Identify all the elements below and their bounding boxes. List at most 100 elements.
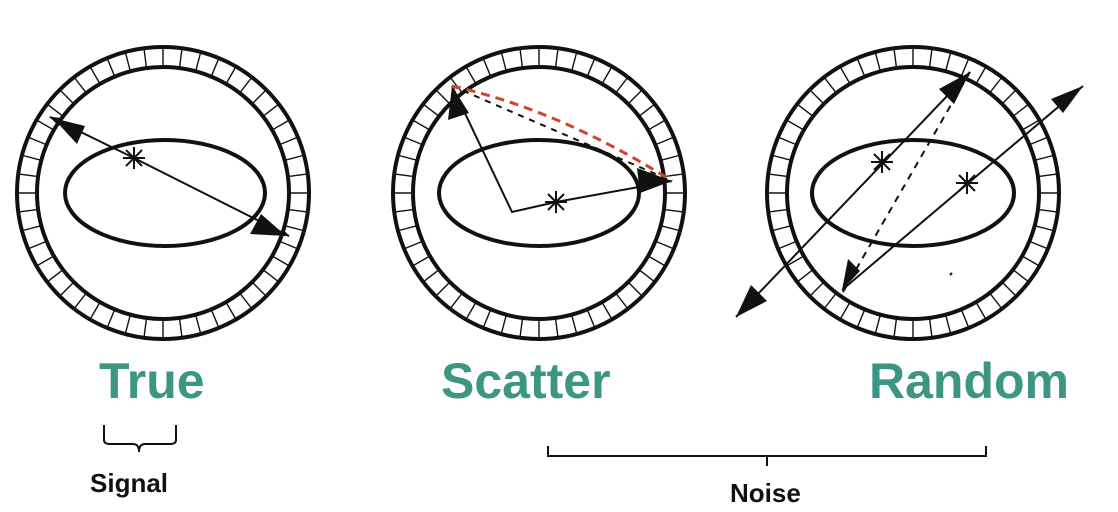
ring-segment-divider xyxy=(60,282,74,296)
ring-segment-divider xyxy=(398,225,417,232)
ring-segment-divider xyxy=(661,154,680,161)
ring-segment-divider xyxy=(47,104,63,117)
ring-segment-divider xyxy=(1035,154,1054,161)
ring-segment-divider xyxy=(1022,255,1039,267)
ring-segment-divider xyxy=(989,293,1002,309)
ring-segment-divider xyxy=(893,318,898,337)
ring-segment-divider xyxy=(945,315,952,334)
ring-segment-divider xyxy=(178,49,183,68)
title-true: True xyxy=(99,353,205,409)
ring-segment-divider xyxy=(824,77,837,93)
ring-segment-divider xyxy=(285,225,304,232)
ring-segment-divider xyxy=(398,154,417,161)
ring-segment-divider xyxy=(778,240,796,250)
ring-segment-divider xyxy=(664,208,683,213)
ring-segment-divider xyxy=(856,58,866,76)
ring-segment-divider xyxy=(787,255,804,267)
ring-segment-divider xyxy=(856,310,866,328)
ring-segment-divider xyxy=(465,302,477,319)
ring-segment-divider xyxy=(1002,90,1016,104)
ring-segment-divider xyxy=(1013,104,1029,117)
ring-segment-divider xyxy=(928,318,933,337)
ring-segment-divider xyxy=(395,208,414,213)
ring-segment-divider xyxy=(824,293,837,309)
ring-segment-divider xyxy=(423,104,439,117)
ring-segment-divider xyxy=(124,315,131,334)
ring-segment-divider xyxy=(960,58,970,76)
ring-segment-divider xyxy=(60,90,74,104)
ring-segment-divider xyxy=(586,310,596,328)
detector-true xyxy=(15,45,311,341)
ring-segment-divider xyxy=(22,225,41,232)
ring-segment-divider xyxy=(810,282,824,296)
ring-segment-divider xyxy=(210,310,220,328)
ring-segment-divider xyxy=(628,282,642,296)
ring-segment-divider xyxy=(225,302,237,319)
event-line-1 xyxy=(735,71,971,318)
ring-segment-divider xyxy=(436,90,450,104)
ring-segment-divider xyxy=(893,49,898,68)
target-ellipse xyxy=(810,138,1016,248)
ring-segment-divider xyxy=(615,293,628,309)
ring-segment-divider xyxy=(772,154,791,161)
scattered-path xyxy=(451,85,557,214)
ring-segment-divider xyxy=(19,208,38,213)
ring-segment-divider xyxy=(482,310,492,328)
ring-segment-divider xyxy=(839,302,851,319)
signal-label: Signal xyxy=(90,468,169,498)
detector-ring-segments xyxy=(18,48,308,338)
ring-segment-divider xyxy=(1030,136,1048,146)
ring-segment-divider xyxy=(74,293,87,309)
ring-segment-divider xyxy=(787,119,804,131)
ring-segment-divider xyxy=(664,173,683,178)
ring-segment-divider xyxy=(395,173,414,178)
ring-segment-divider xyxy=(239,77,252,93)
ring-segment-divider xyxy=(178,318,183,337)
ring-segment-divider xyxy=(656,240,674,250)
ring-segment-divider xyxy=(272,119,289,131)
ring-segment-divider xyxy=(945,52,952,71)
ring-segment-divider xyxy=(37,255,54,267)
ring-segment-divider xyxy=(1002,282,1016,296)
detector-random xyxy=(735,45,1084,341)
ring-segment-divider xyxy=(639,104,655,117)
ring-segment-divider xyxy=(288,173,307,178)
ring-segment-divider xyxy=(106,58,116,76)
ring-segment-divider xyxy=(989,77,1002,93)
ring-segment-divider xyxy=(519,49,524,68)
ring-segment-divider xyxy=(413,255,430,267)
ring-segment-divider xyxy=(1035,225,1054,232)
ring-segment-divider xyxy=(143,49,148,68)
ring-segment-divider xyxy=(1038,208,1057,213)
detector-scatter xyxy=(391,45,687,341)
ring-segment-divider xyxy=(1038,173,1057,178)
ring-segment-divider xyxy=(263,104,279,117)
ring-segment-divider xyxy=(285,154,304,161)
ring-segment-divider xyxy=(586,58,596,76)
noise-label: Noise xyxy=(730,478,801,508)
ring-segment-divider xyxy=(772,225,791,232)
ring-segment-divider xyxy=(661,225,680,232)
apparent-line-of-response xyxy=(451,85,673,182)
ring-segment-divider xyxy=(263,269,279,282)
ring-segment-divider xyxy=(797,269,813,282)
ring-segment-divider xyxy=(975,67,987,84)
ring-segment-divider xyxy=(28,136,46,146)
ring-segment-divider xyxy=(769,208,788,213)
event-line-2 xyxy=(841,85,1084,291)
ring-segment-divider xyxy=(47,269,63,282)
ring-segment-divider xyxy=(500,315,507,334)
ring-segment-divider xyxy=(195,315,202,334)
ring-segment-divider xyxy=(280,240,298,250)
ring-segment-divider xyxy=(571,52,578,71)
ring-segment-divider xyxy=(519,318,524,337)
ring-segment-divider xyxy=(404,240,422,250)
ring-segment-divider xyxy=(874,52,881,71)
ring-segment-divider xyxy=(106,310,116,328)
ring-segment-divider xyxy=(252,90,266,104)
signal-bracket xyxy=(103,425,177,453)
ring-segment-divider xyxy=(656,136,674,146)
ring-segment-divider xyxy=(778,136,796,146)
ring-segment-divider xyxy=(413,119,430,131)
